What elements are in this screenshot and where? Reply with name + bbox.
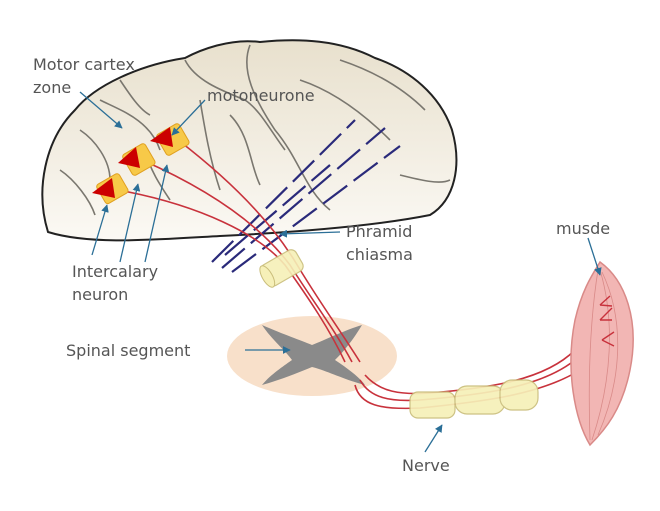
blue-fibers bbox=[211, 119, 401, 273]
label-nerve: Nerve bbox=[402, 456, 450, 475]
nerve bbox=[409, 379, 539, 419]
label-motor-cortex-line2: zone bbox=[33, 78, 71, 97]
brain bbox=[41, 39, 458, 242]
label-intercalary-line1: Intercalary bbox=[72, 262, 158, 281]
label-intercalary-line2: neuron bbox=[72, 285, 128, 304]
muscle bbox=[570, 260, 634, 447]
label-pyramid-line2: chiasma bbox=[346, 245, 413, 264]
spinal-segment bbox=[227, 316, 397, 396]
pyramid-chiasma bbox=[259, 249, 304, 288]
neurons bbox=[92, 123, 190, 205]
label-motoneurone: motoneurone bbox=[207, 86, 315, 105]
label-pyramid-line1: Phramid bbox=[346, 222, 412, 241]
label-spinal-segment: Spinal segment bbox=[66, 341, 190, 360]
label-motor-cortex-line1: Motor cartex bbox=[33, 55, 135, 74]
label-muscle: musde bbox=[556, 219, 610, 238]
pointer-arrows bbox=[79, 91, 602, 453]
